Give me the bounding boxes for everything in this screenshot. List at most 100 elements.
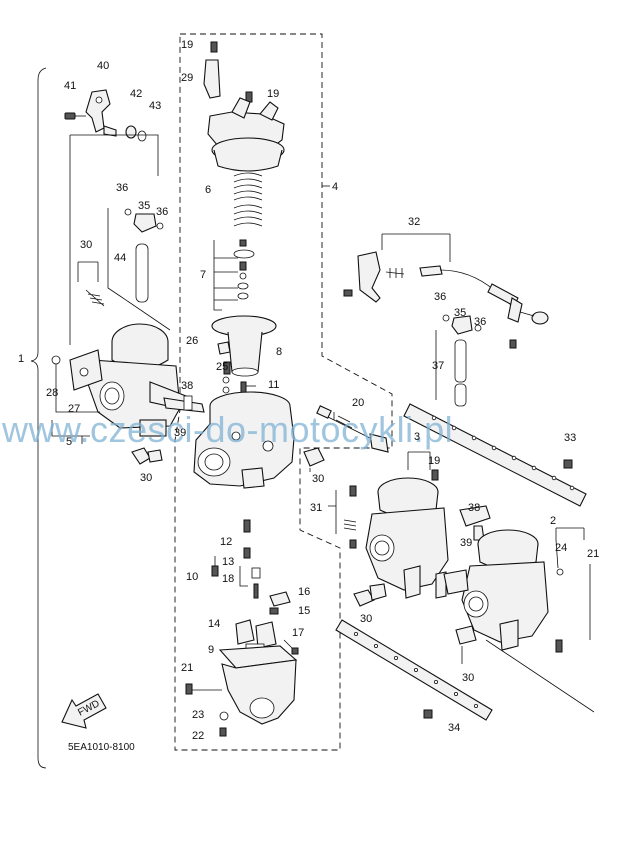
callout-30-5: 30	[462, 672, 474, 684]
screw-30-far-right	[455, 625, 477, 645]
callout-35-2: 35	[454, 307, 466, 319]
screw-21-right	[555, 639, 563, 653]
jet-needle-parts	[233, 239, 255, 300]
bracket-29	[203, 59, 221, 99]
vacuum-piston-8	[211, 315, 277, 377]
callout-numbers: 1234567891011121314151617181919192021212…	[18, 39, 599, 742]
carb-top-cover	[207, 97, 285, 172]
callout-38: 38	[181, 380, 193, 392]
main-jet-13	[243, 547, 251, 559]
callout-23: 23	[192, 709, 204, 721]
callout-19-3: 19	[428, 455, 440, 467]
washer-42	[125, 125, 137, 139]
callout-33: 33	[564, 432, 576, 444]
pipe-44	[135, 243, 149, 303]
starter-plunger-20	[316, 405, 389, 453]
callout-35: 35	[138, 200, 150, 212]
callout-19: 19	[181, 39, 193, 51]
callout-3: 3	[414, 431, 420, 443]
callout-30-3: 30	[312, 473, 324, 485]
main-jet-12	[243, 519, 251, 533]
stay-plate-33	[403, 403, 587, 507]
callout-22: 22	[192, 730, 204, 742]
screw-17	[291, 647, 299, 655]
choke-link-38	[163, 395, 205, 413]
long-rod	[485, 639, 595, 713]
callout-10: 10	[186, 571, 198, 583]
callout-6: 6	[205, 184, 211, 196]
callout-7: 7	[200, 269, 206, 281]
callout-30-2: 30	[140, 472, 152, 484]
throttle-stop-bracket	[85, 89, 117, 137]
float-14	[235, 619, 277, 651]
callout-40: 40	[97, 60, 109, 72]
screw-28	[51, 355, 61, 365]
callout-31: 31	[310, 502, 322, 514]
center-right-carburetor	[365, 477, 449, 599]
callout-17: 17	[292, 627, 304, 639]
callout-15: 15	[298, 605, 310, 617]
screw-34	[423, 709, 433, 719]
callout-13: 13	[222, 556, 234, 568]
stay-plate-34	[335, 619, 493, 721]
throttle-cable-bracket-32	[343, 251, 549, 349]
seat-16	[269, 591, 291, 607]
callout-39-2: 39	[460, 537, 472, 549]
exploded-carb-body	[193, 391, 295, 489]
choke-link-38-right	[459, 505, 491, 527]
callout-14: 14	[208, 618, 220, 630]
pilot-screws-31	[343, 485, 357, 549]
figure-code: 5EA1010-8100	[68, 742, 135, 753]
callout-43: 43	[149, 100, 161, 112]
float-needle-18	[251, 567, 261, 599]
callout-36-3: 36	[434, 291, 446, 303]
callout-29: 29	[181, 72, 193, 84]
screw-26	[217, 341, 231, 355]
callout-36-2: 36	[156, 206, 168, 218]
callout-21-2: 21	[587, 548, 599, 560]
joint-35-right	[442, 314, 482, 335]
pilot-screw-left	[85, 289, 105, 307]
assembly-bracket	[30, 67, 47, 769]
screw-30-lower-left	[131, 447, 151, 465]
callout-27: 27	[68, 403, 80, 415]
pipe-37	[454, 339, 467, 383]
exploded-carb-outline	[174, 33, 393, 751]
screw-19-top	[210, 41, 218, 53]
o-ring-23	[219, 711, 229, 721]
callout-36-4: 36	[474, 316, 486, 328]
callout-32: 32	[408, 216, 420, 228]
callout-25: 25	[216, 361, 228, 373]
callout-4: 4	[332, 181, 338, 193]
left-carburetor	[69, 323, 187, 437]
float-bowl-9	[218, 645, 298, 725]
callout-20: 20	[352, 397, 364, 409]
screw-15	[269, 607, 279, 615]
spring-6	[233, 172, 263, 227]
o-ring-43	[137, 130, 147, 142]
callout-12: 12	[220, 536, 232, 548]
callout-38-2: 38	[468, 502, 480, 514]
callout-30: 30	[80, 239, 92, 251]
callout-16: 16	[298, 586, 310, 598]
screw-10	[211, 565, 219, 577]
callout-18: 18	[222, 573, 234, 585]
callout-37: 37	[432, 360, 444, 372]
drain-screw-22	[219, 727, 227, 737]
fwd-arrow-icon: FWD	[61, 693, 107, 729]
callout-2: 2	[550, 515, 556, 527]
joint-35-left	[133, 213, 157, 233]
screw-25	[223, 361, 231, 375]
callout-34: 34	[448, 722, 460, 734]
callout-24: 24	[555, 542, 567, 554]
callout-26: 26	[186, 335, 198, 347]
callout-36: 36	[116, 182, 128, 194]
callout-39: 39	[174, 427, 186, 439]
screw-21-bowl	[185, 683, 193, 695]
screw-19-right	[431, 469, 439, 481]
callout-44: 44	[114, 252, 126, 264]
callout-5: 5	[66, 436, 72, 448]
callout-42: 42	[130, 88, 142, 100]
callout-11: 11	[268, 379, 279, 391]
